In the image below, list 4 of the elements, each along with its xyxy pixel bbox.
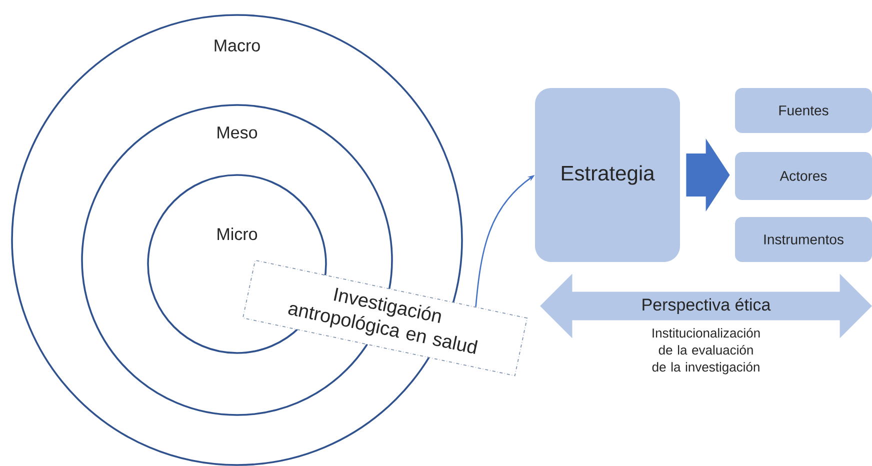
strategy-box: Estrategia [535, 88, 680, 262]
item-box: Instrumentos [735, 217, 872, 262]
item-box: Actores [735, 152, 872, 200]
item-box: Fuentes [735, 88, 872, 133]
